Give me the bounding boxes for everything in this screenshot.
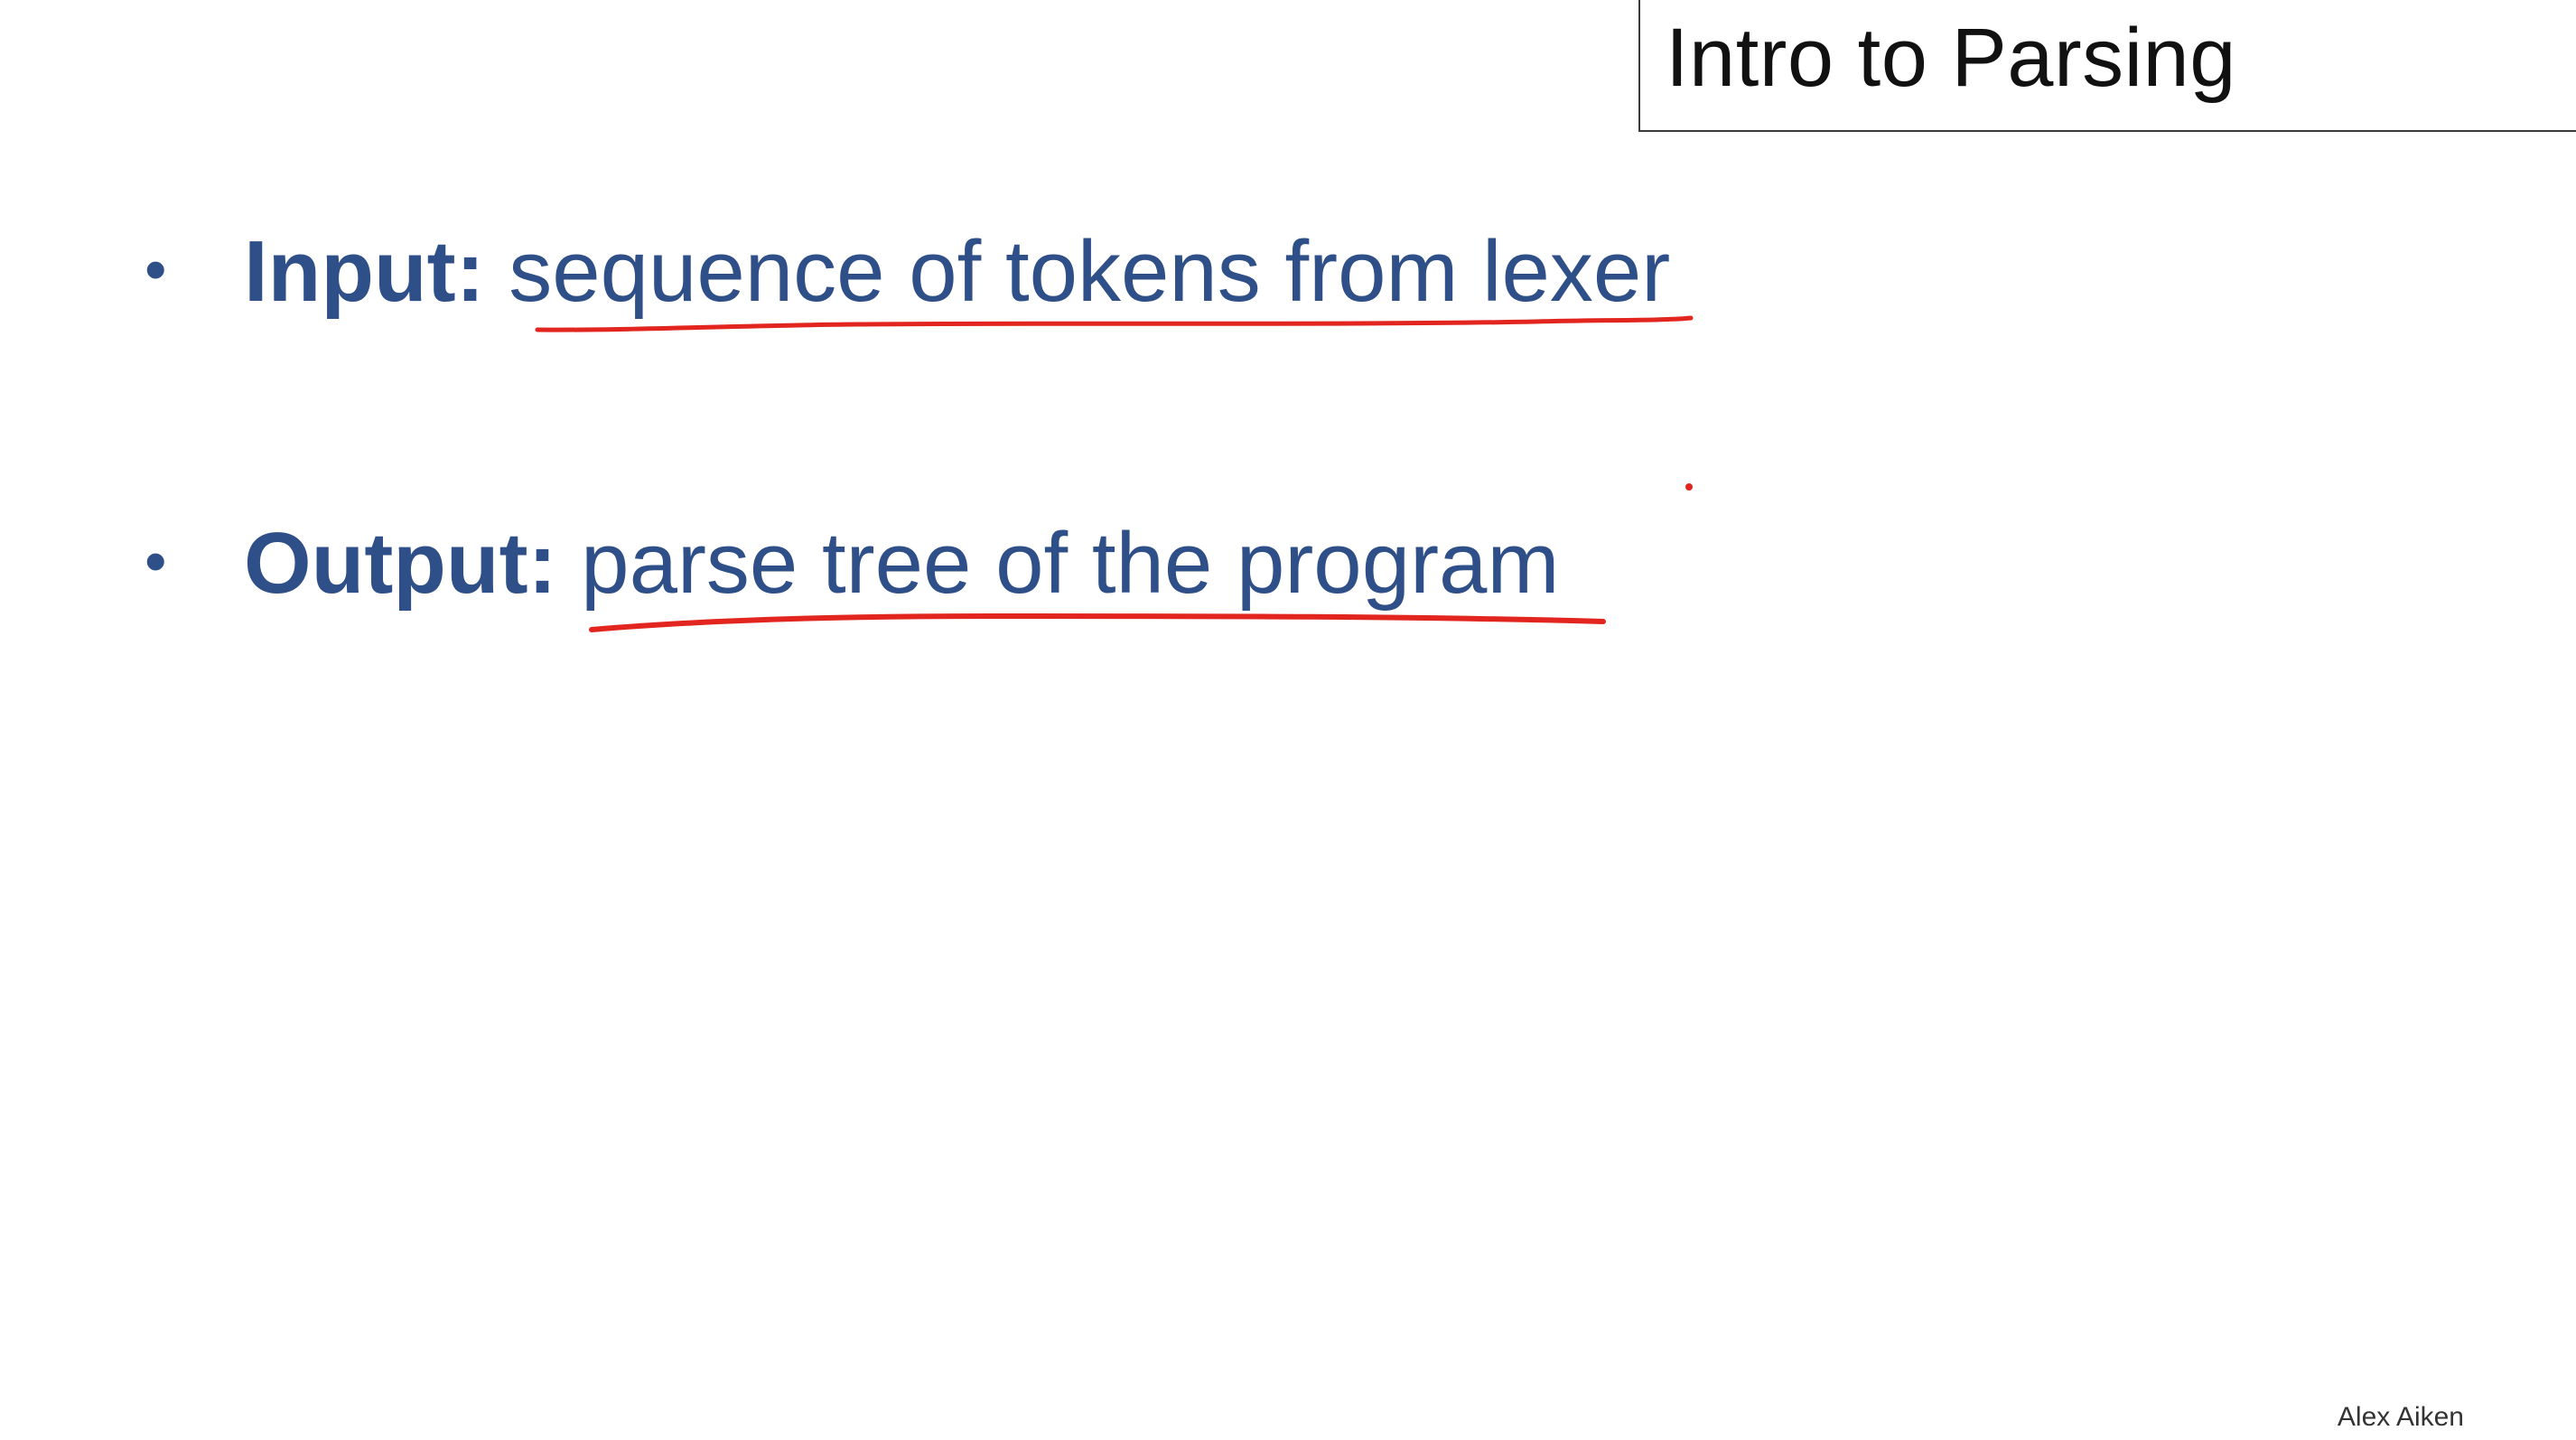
bullet-input-label: Input:	[244, 223, 485, 320]
footer-author: Alex Aiken	[2337, 1402, 2464, 1432]
bullet-input-text: sequence of tokens from lexer	[509, 223, 1671, 320]
bullet-output-text: parse tree of the program	[581, 515, 1560, 612]
slide-title: Intro to Parsing	[1666, 12, 2236, 104]
bullet-output: Output: parse tree of the program	[244, 520, 1559, 607]
title-box: Intro to Parsing	[1638, 0, 2576, 132]
underline-output	[589, 612, 1606, 632]
ink-dot	[1685, 483, 1693, 491]
bullet-input: Input: sequence of tokens from lexer	[244, 229, 1670, 315]
bullet-dot-output: •	[145, 526, 167, 596]
bullet-dot-input: •	[145, 234, 167, 304]
bullet-output-label: Output:	[244, 515, 557, 612]
